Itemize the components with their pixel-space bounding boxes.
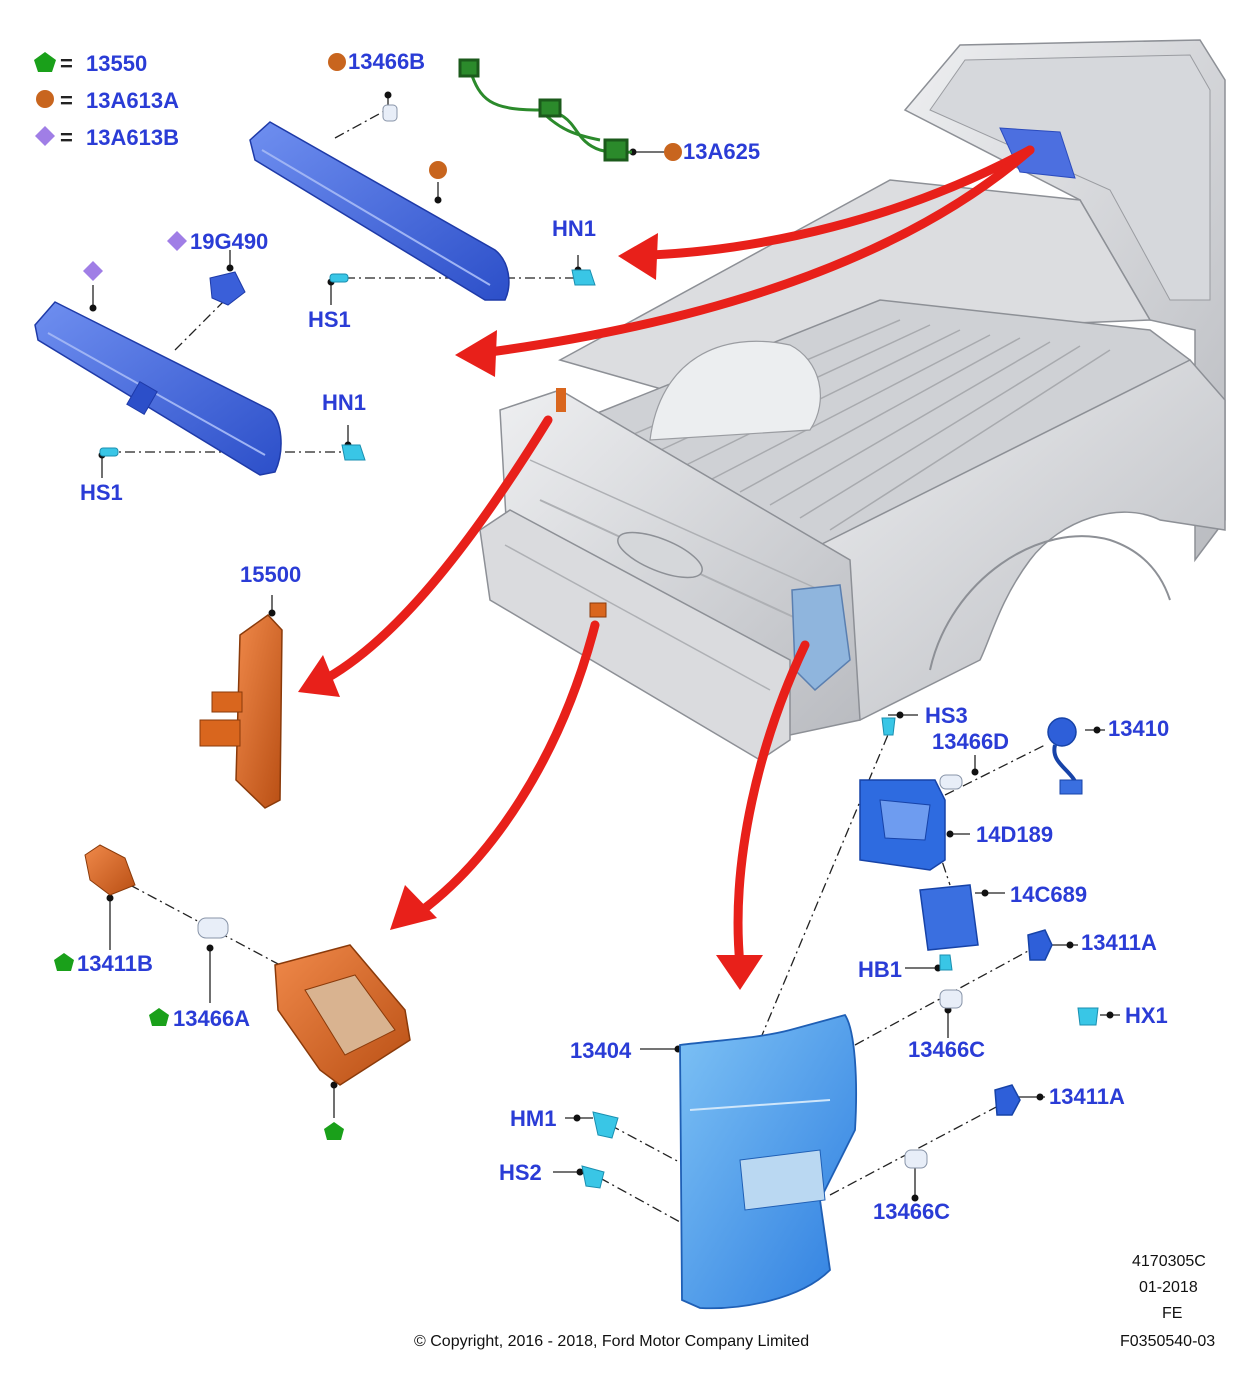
part-symbols [54,53,682,1140]
wiring-harness [458,58,633,162]
label-hs2: HS2 [499,1160,542,1185]
label-15500: 15500 [240,562,302,587]
arrow-head-5 [716,955,763,990]
arrow-head-1 [618,233,658,280]
arrow-heads [298,233,763,990]
reference-number: 4170305C [1132,1253,1206,1270]
label-hs3: HS3 [925,703,968,728]
bracket-14D189 [859,779,946,871]
arrow-head-4 [390,885,437,930]
connector-19G490 [209,271,246,306]
label-13466A: 13466A [173,1006,251,1031]
circle-icon [429,161,447,179]
copyright-notice: © Copyright, 2016 - 2018, Ford Motor Com… [414,1333,810,1350]
arrow-to-lower-cargo-lamp [485,145,1035,357]
arrow-head-2 [455,330,497,377]
issue-date: 01-2018 [1139,1279,1198,1296]
leader-dots [89,91,1114,1202]
bulb-13466A [197,917,229,939]
label-13404: 13404 [570,1038,632,1063]
arrow-head-3 [298,655,340,697]
label-14C689: 14C689 [1010,882,1088,907]
label-hs1-bottom: HS1 [80,480,123,505]
label-hn1-bottom: HN1 [322,390,367,415]
arrow-to-upper-cargo-lamp [645,145,1035,260]
harness-13410 [1047,717,1083,795]
pentagon-icon [324,1122,344,1140]
label-13411A-bottom: 13411A [1049,1084,1125,1109]
diamond-icon [167,231,187,251]
fasteners [99,269,1099,1189]
label-hn1-top: HN1 [552,216,597,241]
figure-number: F0350540-03 [1120,1333,1216,1350]
tail-lamp-13404 [679,1013,857,1310]
bulbs-13466 [904,774,963,1169]
label-hs1-top: HS1 [308,307,351,332]
arrow-to-license-lamp [415,620,600,917]
label-13410: 13410 [1108,716,1170,741]
legend-equals: = [60,51,73,76]
arrow-to-tail-lamp [733,640,810,970]
label-14D189: 14D189 [976,822,1054,847]
truck-illustration [479,39,1226,761]
legend-code: 13A613B [86,125,179,150]
cargo-lamp-upper [249,121,510,301]
cargo-lamp-lower [34,301,282,476]
circle-icon [36,90,54,108]
label-13466B: 13466B [348,49,426,74]
label-13411A-top: 13411A [1081,930,1157,955]
pentagon-icon [54,953,74,971]
stake-lamp-15500 [199,614,283,809]
module-14C689 [919,884,979,951]
diamond-icon [35,126,55,146]
legend-equals: = [60,125,73,150]
socket-13411B [84,844,136,896]
label-13411B: 13411B [77,951,153,976]
diamond-icon [83,261,103,281]
callout-arrows [315,145,1035,970]
circle-icon [664,143,682,161]
license-lamp-13550 [274,944,411,1086]
label-hb1: HB1 [858,957,903,982]
label-13A625: 13A625 [683,139,761,164]
bulb-13466B [382,104,398,122]
label-13466D: 13466D [932,729,1010,754]
pentagon-icon [34,52,56,72]
sockets-13411A [994,929,1053,1116]
label-hm1: HM1 [510,1106,557,1131]
label-13466C-top: 13466C [908,1037,986,1062]
label-13466C-bottom: 13466C [873,1199,951,1224]
pentagon-icon [149,1008,169,1026]
legend-code: 13A613A [86,88,179,113]
arrow-to-stake-lamp [315,415,553,687]
label-hx1: HX1 [1125,1003,1168,1028]
region-code: FE [1162,1305,1183,1322]
circle-icon [328,53,346,71]
label-19G490: 19G490 [190,229,269,254]
legend-equals: = [60,88,73,113]
legend-symbols [34,52,56,146]
legend-code: 13550 [86,51,148,76]
